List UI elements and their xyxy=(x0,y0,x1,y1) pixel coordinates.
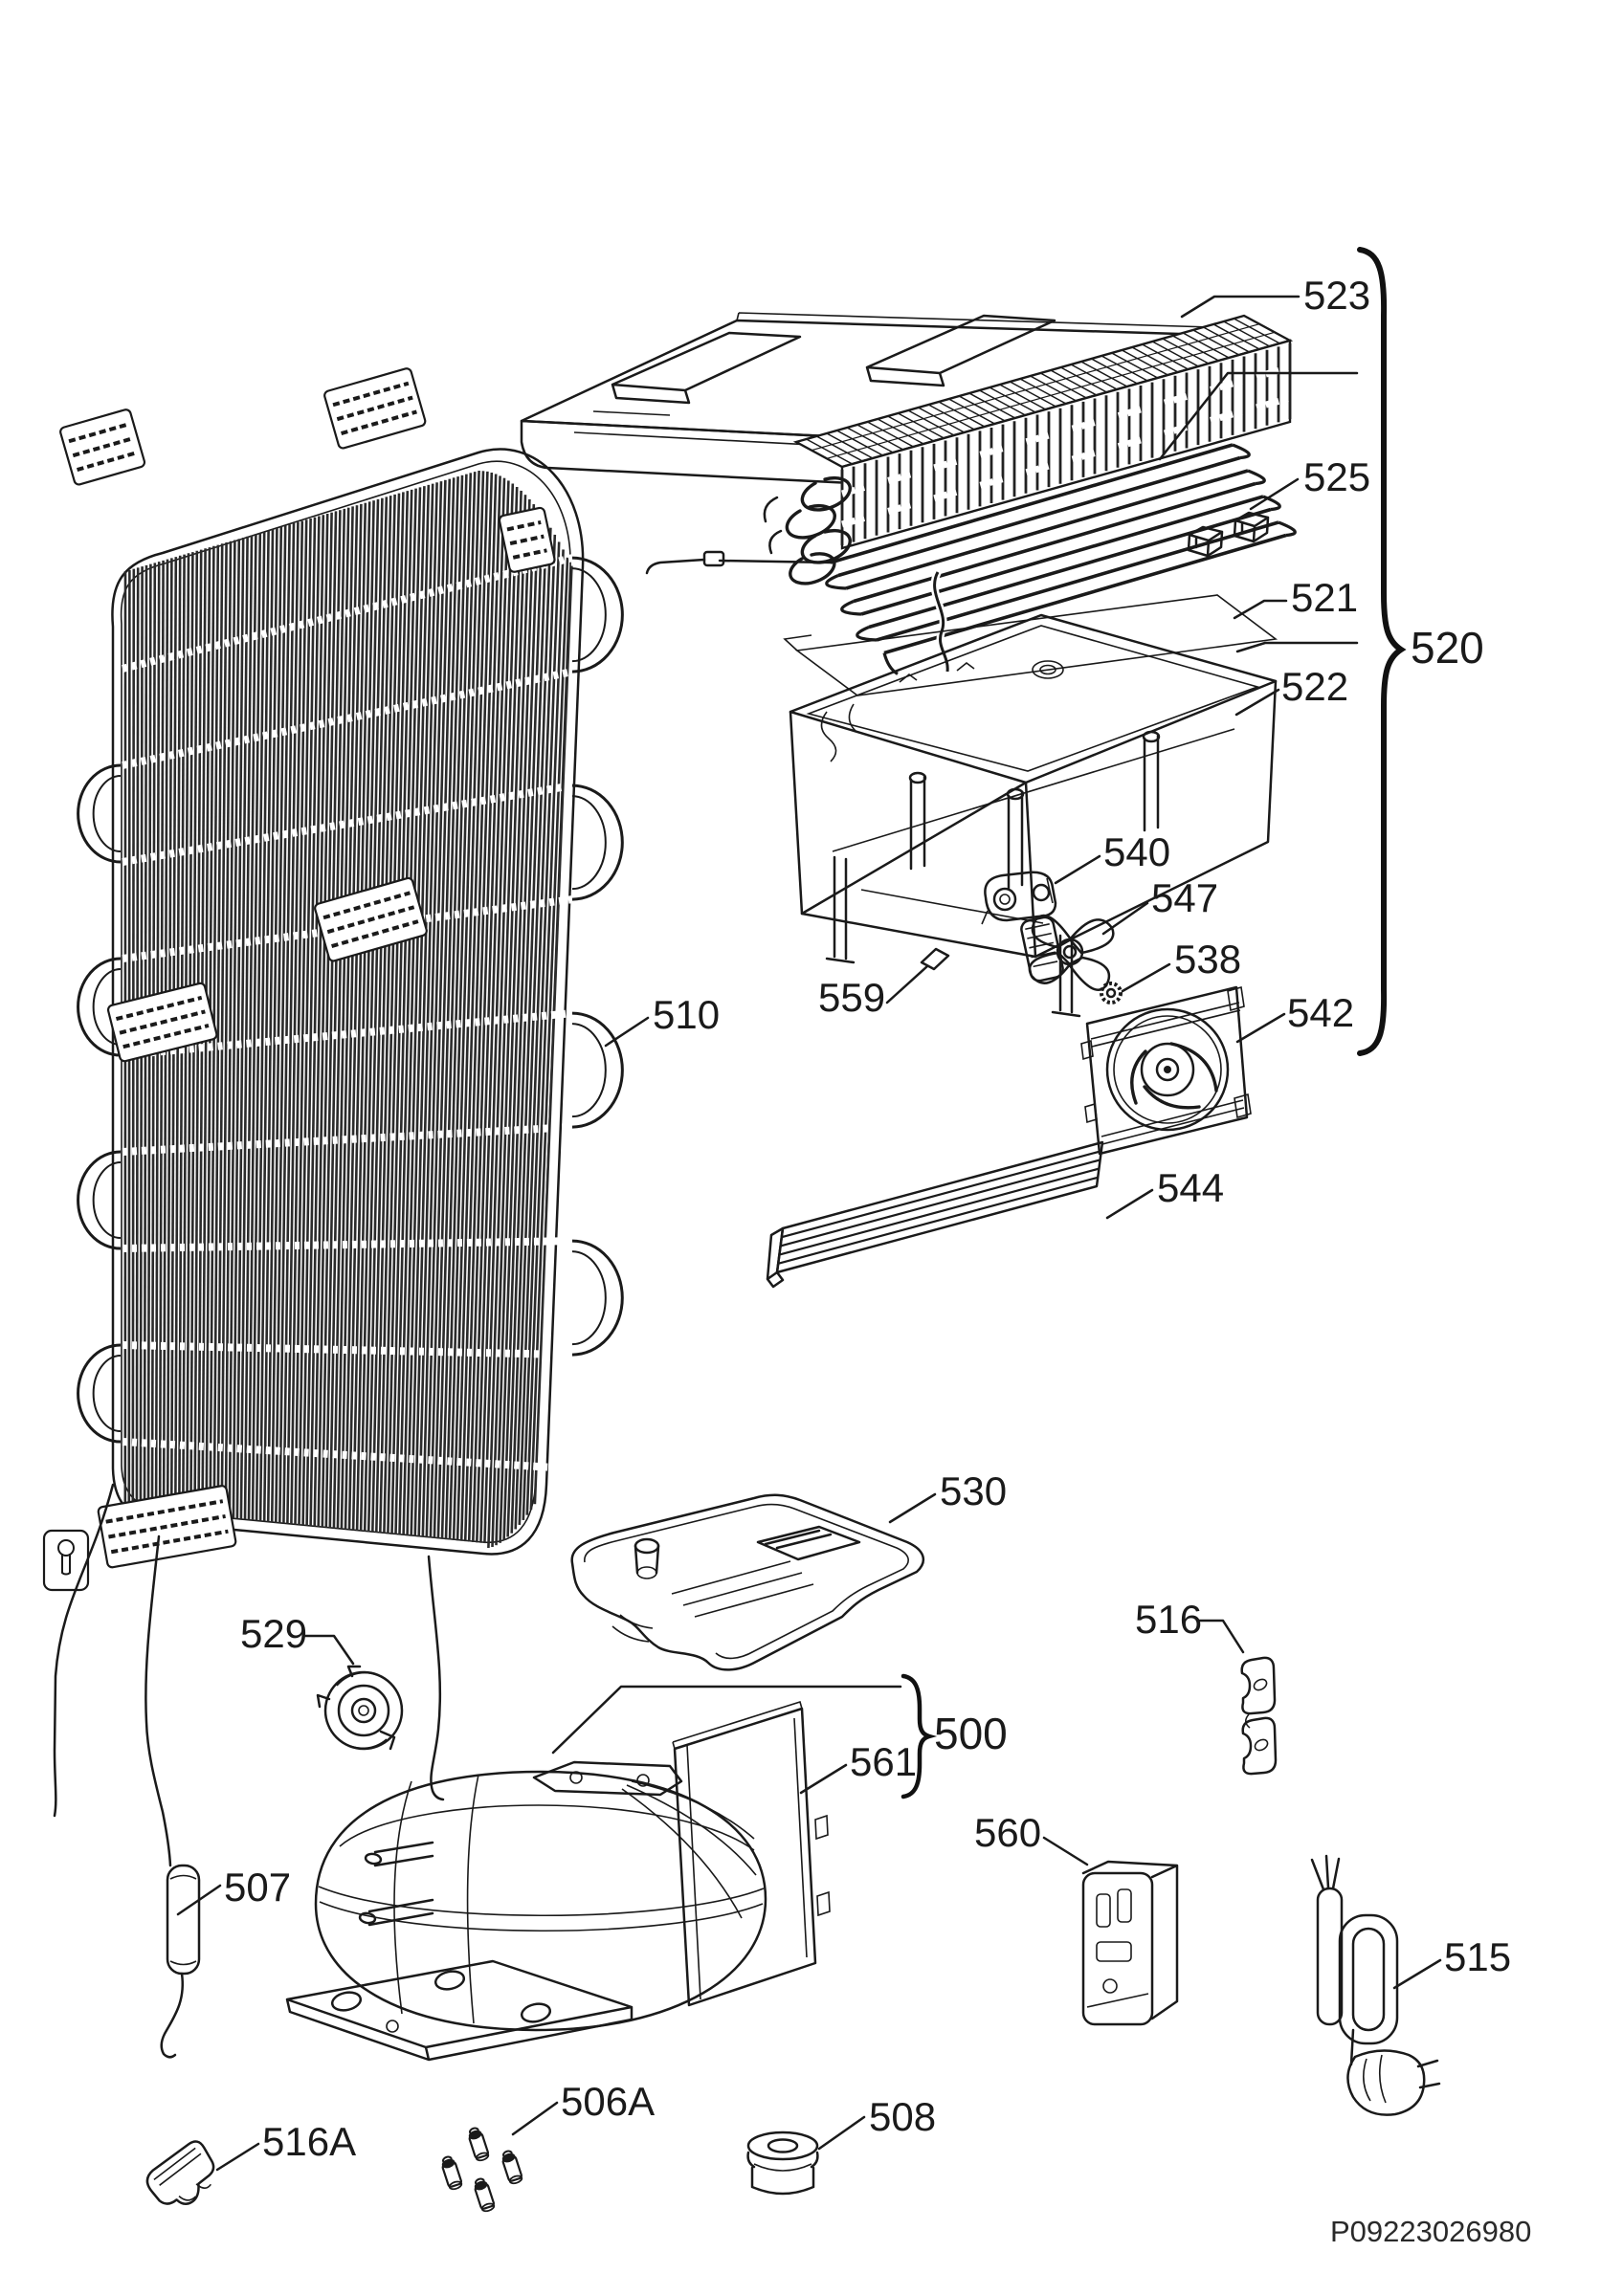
condenser-510-drawing xyxy=(42,367,624,1867)
callout-529: 529 xyxy=(240,1611,307,1656)
callout-516: 516 xyxy=(1135,1597,1202,1642)
brace-500 xyxy=(900,1673,938,1799)
leader-547 xyxy=(1101,901,1149,936)
clips-516-drawing xyxy=(1240,1656,1278,1776)
fan-housing-542-drawing xyxy=(1080,985,1252,1156)
callout-515: 515 xyxy=(1444,1934,1511,1979)
leader-516a xyxy=(215,2142,260,2172)
hub-nut-538-drawing xyxy=(1100,982,1123,1004)
callout-542: 542 xyxy=(1287,990,1354,1035)
leader-522 xyxy=(1234,688,1280,717)
leader-506a xyxy=(511,2101,559,2136)
callout-522: 522 xyxy=(1281,664,1348,709)
callout-521: 521 xyxy=(1291,575,1358,620)
callout-516a: 516A xyxy=(262,2119,356,2164)
callout-510: 510 xyxy=(653,992,720,1037)
bolts-506a-drawing xyxy=(441,2127,523,2213)
mounting-plate-561-drawing xyxy=(672,1700,831,2007)
leader-530 xyxy=(888,1492,937,1524)
relay-cover-560-drawing xyxy=(1081,1860,1179,2026)
leader-516 xyxy=(1195,1619,1245,1654)
callout-547: 547 xyxy=(1151,875,1218,920)
leader-559 xyxy=(885,964,929,1004)
callout-507: 507 xyxy=(224,1865,291,1910)
leader-542 xyxy=(1235,1012,1286,1044)
leader-544 xyxy=(1105,1188,1154,1220)
evaporator-fins-drawing xyxy=(763,314,1294,585)
leader-529 xyxy=(303,1634,355,1666)
brace-520 xyxy=(1357,247,1407,1056)
callout-544: 544 xyxy=(1157,1165,1224,1210)
callout-559: 559 xyxy=(818,975,885,1020)
leader-520-lower xyxy=(1235,641,1359,653)
callout-500: 500 xyxy=(934,1709,1008,1758)
power-cord-515-drawing xyxy=(1310,1854,1441,2116)
callout-530: 530 xyxy=(940,1468,1007,1513)
condenser-left-tube xyxy=(53,1483,115,1818)
grommet-508-drawing xyxy=(746,2130,819,2196)
sticker-559-drawing xyxy=(920,947,950,971)
leader-560 xyxy=(1042,1836,1089,1866)
leader-520-upper xyxy=(1158,371,1359,461)
callout-560: 560 xyxy=(974,1810,1041,1855)
leader-523 xyxy=(1180,295,1301,319)
leader-515 xyxy=(1392,1958,1442,1990)
leader-508 xyxy=(817,2115,866,2151)
leader-538 xyxy=(1121,962,1171,993)
drain-tray-530-drawing xyxy=(570,1493,925,1671)
motor-bracket-540-drawing xyxy=(981,871,1057,925)
doc-code: P09223026980 xyxy=(1330,2215,1531,2248)
clip-516a-drawing xyxy=(145,2140,215,2206)
callout-538: 538 xyxy=(1174,937,1241,982)
callout-508: 508 xyxy=(869,2094,936,2139)
callout-506a: 506A xyxy=(561,2079,655,2124)
sensor-tube xyxy=(718,559,833,564)
leader-540 xyxy=(1054,854,1101,885)
condenser-brackets xyxy=(42,367,556,1592)
leader-561 xyxy=(799,1763,848,1795)
condenser-right-tube xyxy=(427,1555,445,1801)
clips-525-drawing xyxy=(1187,511,1270,558)
compressor-drawing xyxy=(285,1760,767,2062)
filter-dryer-507-drawing xyxy=(160,1864,201,2059)
fan-blade-547-drawing xyxy=(1020,915,1115,991)
callout-561: 561 xyxy=(850,1739,917,1784)
callout-523: 523 xyxy=(1303,273,1370,318)
leader-lines xyxy=(176,295,1442,2172)
ribbed-strip-544-drawing xyxy=(766,1140,1104,1289)
leader-525 xyxy=(1249,477,1300,511)
condenser-tube-loops xyxy=(77,556,624,1444)
foil-sheet-drawing xyxy=(783,594,1278,696)
leader-500 xyxy=(551,1685,902,1755)
condenser-capillary-tube xyxy=(145,1534,172,1867)
callout-520: 520 xyxy=(1411,623,1484,673)
condenser-tube-rows xyxy=(122,554,573,1473)
leader-521 xyxy=(1233,599,1288,620)
callout-525: 525 xyxy=(1303,454,1370,499)
callout-540: 540 xyxy=(1103,829,1170,874)
grommet-529-drawing xyxy=(316,1665,404,1751)
leader-510 xyxy=(604,1016,650,1048)
leader-507 xyxy=(176,1884,222,1916)
